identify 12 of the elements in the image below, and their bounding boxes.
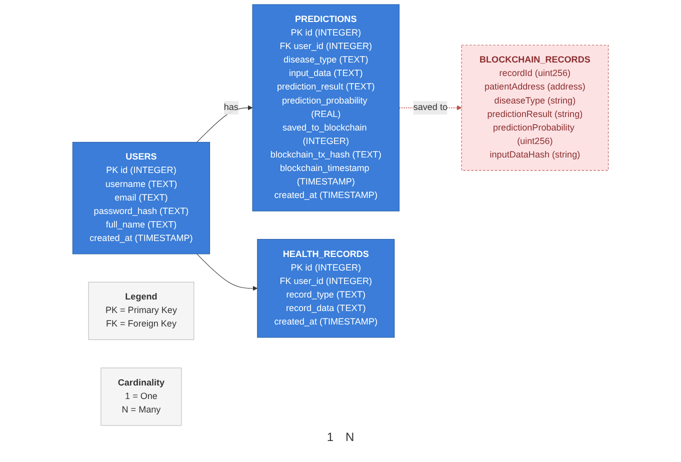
node-box: Cardinality 1 = One N = Many bbox=[100, 368, 182, 426]
node-box: HEALTH_RECORDS PK id (INTEGER) FK user_id (INTEGER) record_type (TEXT) record_data (TEXT) created_at (TIMESTAMP) bbox=[257, 238, 395, 338]
edge-label: saved to bbox=[413, 102, 448, 112]
node-box: Legend PK = Primary Key FK = Foreign Key bbox=[88, 282, 194, 340]
node-box: BLOCKCHAIN_RECORDS recordId (uint256) patientAddress (address) diseaseType (string) predictionResult (string) predictionProbability (uint256) inputDataHash (string) bbox=[461, 44, 609, 171]
cardinality-label: N bbox=[346, 430, 354, 446]
arrow bbox=[196, 254, 258, 291]
arrow bbox=[196, 105, 253, 142]
node-box: USERS PK id (INTEGER) username (TEXT) email (TEXT) password_hash (TEXT) full_name (TEXT) created_at (TIMESTAMP) bbox=[72, 142, 210, 254]
node-box: PREDICTIONS PK id (INTEGER) FK user_id (INTEGER) disease_type (TEXT) input_data (TEXT) prediction_result (TEXT) prediction_probability (REAL) saved_to_blockchain (INTEGER) blockchain_tx_hash (TEXT) blockchain_timestamp (TIMESTAMP) created_at (TIMESTAMP) bbox=[252, 4, 400, 212]
cardinality-label: 1 bbox=[326, 430, 334, 446]
edge-label: has bbox=[224, 102, 238, 112]
